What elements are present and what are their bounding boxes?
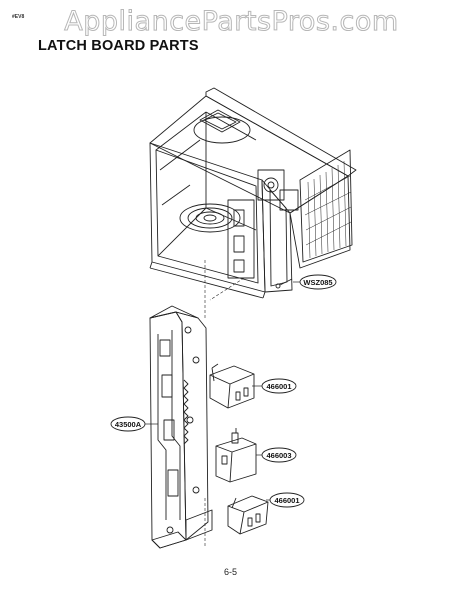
callout-oval-wsz085	[299, 274, 337, 290]
micro-switch-illustration-middle	[215, 428, 257, 483]
callout-label-466001-lower: 466001	[274, 496, 299, 505]
callout-label-43500a: 43500A	[115, 420, 142, 429]
microwave-cavity-illustration	[149, 87, 357, 299]
latch-board-illustration	[149, 305, 213, 549]
watermark-text: AppliancePartsPros.com	[64, 6, 399, 38]
vent-hatching	[304, 160, 352, 259]
callout-oval-466003	[261, 447, 297, 463]
callout-label-466003: 466003	[266, 451, 291, 460]
callout-label-466001-upper: 466001	[266, 382, 291, 391]
callout-oval-43500a	[110, 416, 146, 432]
callout-oval-466001-upper	[261, 378, 297, 394]
callout-oval-466001-lower	[269, 492, 305, 508]
callout-label-wsz085: WSZ085	[303, 278, 332, 287]
micro-switch-illustration-upper	[209, 363, 255, 409]
screw-illustration	[275, 278, 293, 289]
dashed-guide-lines	[204, 260, 245, 548]
leader-lines	[145, 281, 300, 501]
page-title: LATCH BOARD PARTS	[38, 38, 199, 54]
model-code: #EV8	[12, 14, 25, 20]
page-number: 6-5	[224, 567, 238, 577]
micro-switch-illustration-lower	[227, 495, 269, 535]
